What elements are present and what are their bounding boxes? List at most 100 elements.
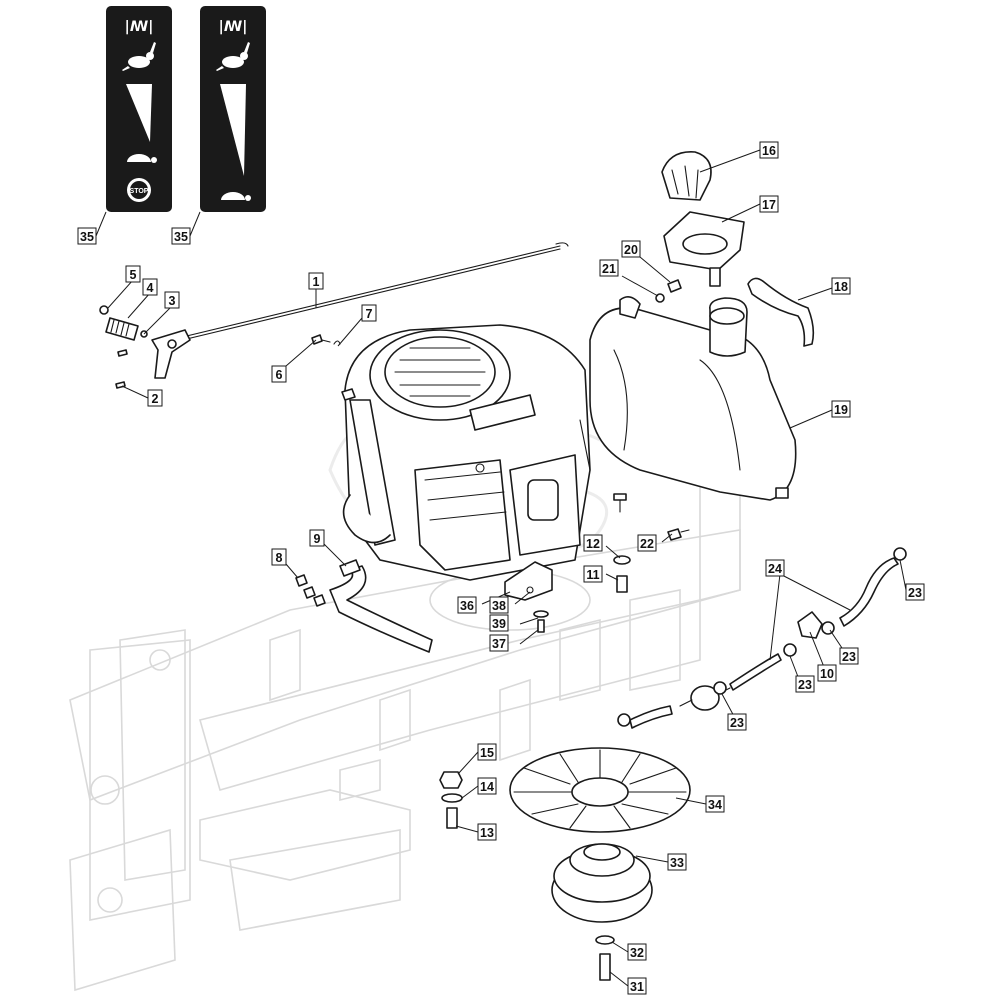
svg-text:35: 35	[80, 230, 94, 244]
callout-23b[interactable]: 23	[839, 647, 859, 665]
callout-16[interactable]: 16	[759, 141, 779, 159]
svg-text:19: 19	[834, 403, 848, 417]
svg-text:17: 17	[762, 198, 776, 212]
throttle-decal-right[interactable]: |ꟿ|	[200, 6, 266, 212]
svg-text:2: 2	[152, 392, 159, 406]
svg-text:15: 15	[480, 746, 494, 760]
speed-wedge-icon	[220, 84, 246, 176]
callout-2[interactable]: 2	[147, 389, 163, 407]
fuel-cap[interactable]	[661, 151, 712, 201]
svg-text:23: 23	[730, 716, 744, 730]
fuel-tank[interactable]	[589, 296, 797, 501]
svg-text:13: 13	[480, 826, 494, 840]
turtle-slow-icon	[127, 154, 157, 163]
callout-8[interactable]: 8	[271, 548, 287, 566]
svg-text:11: 11	[586, 568, 599, 582]
callout-9[interactable]: 9	[309, 529, 325, 547]
callout-5[interactable]: 5	[125, 265, 141, 283]
callout-35b[interactable]: 35	[171, 227, 191, 245]
svg-text:9: 9	[314, 532, 321, 546]
callout-3[interactable]: 3	[164, 291, 180, 309]
svg-text:34: 34	[708, 798, 722, 812]
fuel-line[interactable]	[629, 557, 899, 729]
air-pipe[interactable]	[329, 559, 433, 653]
callout-34[interactable]: 34	[705, 795, 725, 813]
svg-text:STOP: STOP	[130, 188, 149, 195]
callout-32[interactable]: 32	[627, 943, 647, 961]
callout-12[interactable]: 12	[583, 534, 603, 552]
callout-36[interactable]: 36	[457, 596, 477, 614]
callout-18[interactable]: 18	[831, 277, 851, 295]
svg-text:1: 1	[313, 275, 320, 289]
callout-39[interactable]: 39	[489, 614, 509, 632]
hose-clips-23[interactable]	[617, 547, 907, 727]
callout-11[interactable]: 11	[583, 565, 603, 583]
fuel-filler-funnel[interactable]	[663, 211, 745, 287]
nut-15-washer-14-bolt-13[interactable]	[439, 771, 463, 829]
bolts-8[interactable]	[295, 574, 326, 607]
throttle-lever[interactable]	[151, 329, 191, 379]
svg-text:12: 12	[586, 537, 600, 551]
pulley-33[interactable]	[551, 843, 653, 923]
svg-text:4: 4	[147, 281, 154, 295]
callout-37[interactable]: 37	[489, 634, 509, 652]
callout-24[interactable]: 24	[765, 559, 785, 577]
svg-text:21: 21	[602, 262, 616, 276]
svg-text:20: 20	[624, 243, 638, 257]
svg-text:35: 35	[174, 230, 188, 244]
fuel-tap-10[interactable]	[797, 611, 823, 639]
callout-31[interactable]: 31	[627, 977, 647, 995]
callout-20[interactable]: 20	[621, 240, 641, 258]
callout-23d[interactable]: 23	[727, 713, 747, 731]
callout-21[interactable]: 21	[599, 259, 619, 277]
callout-10[interactable]: 10	[817, 664, 837, 682]
bolt-39-37[interactable]	[533, 610, 549, 633]
callout-17[interactable]: 17	[759, 195, 779, 213]
vent-hose-18[interactable]	[747, 277, 815, 347]
choke-icon: |ꟿ|	[125, 19, 154, 35]
callout-4[interactable]: 4	[142, 278, 158, 296]
svg-text:10: 10	[820, 667, 834, 681]
bracket-36[interactable]	[504, 561, 553, 601]
svg-text:39: 39	[492, 617, 506, 631]
callout-22[interactable]: 22	[637, 534, 657, 552]
svg-text:24: 24	[768, 562, 782, 576]
speed-wedge-icon	[126, 84, 152, 142]
washer-32-bolt-31[interactable]	[595, 935, 615, 981]
svg-text:22: 22	[640, 537, 654, 551]
throttle-cable[interactable]	[169, 242, 569, 344]
bolts-11-12-22[interactable]	[613, 493, 690, 593]
cooling-fan-34[interactable]	[509, 747, 691, 833]
callout-7[interactable]: 7	[361, 304, 377, 322]
callout-33[interactable]: 33	[667, 853, 687, 871]
small-screws[interactable]	[115, 334, 341, 389]
svg-text:8: 8	[276, 551, 283, 565]
callout-23c[interactable]: 23	[795, 675, 815, 693]
engine[interactable]	[341, 324, 591, 581]
throttle-decal-left[interactable]: |ꟿ| STOP	[106, 6, 172, 212]
svg-text:16: 16	[762, 144, 776, 158]
fuel-filter[interactable]	[679, 685, 731, 711]
callout-38[interactable]: 38	[489, 596, 509, 614]
callout-23a[interactable]: 23	[905, 583, 925, 601]
svg-text:23: 23	[798, 678, 812, 692]
stop-icon: STOP	[127, 178, 151, 202]
svg-text:6: 6	[276, 368, 283, 382]
turtle-slow-icon	[221, 192, 251, 201]
callout-1[interactable]: 1	[308, 272, 324, 290]
screw-20-21[interactable]	[655, 279, 682, 303]
callout-15[interactable]: 15	[477, 743, 497, 761]
svg-text:7: 7	[366, 307, 373, 321]
callout-19[interactable]: 19	[831, 400, 851, 418]
svg-text:33: 33	[670, 856, 684, 870]
throttle-spring[interactable]	[99, 305, 148, 341]
callout-6[interactable]: 6	[271, 365, 287, 383]
svg-text:3: 3	[169, 294, 176, 308]
svg-text:36: 36	[460, 599, 474, 613]
callout-35a[interactable]: 35	[77, 227, 97, 245]
callout-labels: 35 35 16 17 20 21 18 19 1 5 4 3 7 6 2 9 …	[77, 141, 925, 995]
svg-text:14: 14	[480, 780, 494, 794]
callout-14[interactable]: 14	[477, 777, 497, 795]
callout-13[interactable]: 13	[477, 823, 497, 841]
